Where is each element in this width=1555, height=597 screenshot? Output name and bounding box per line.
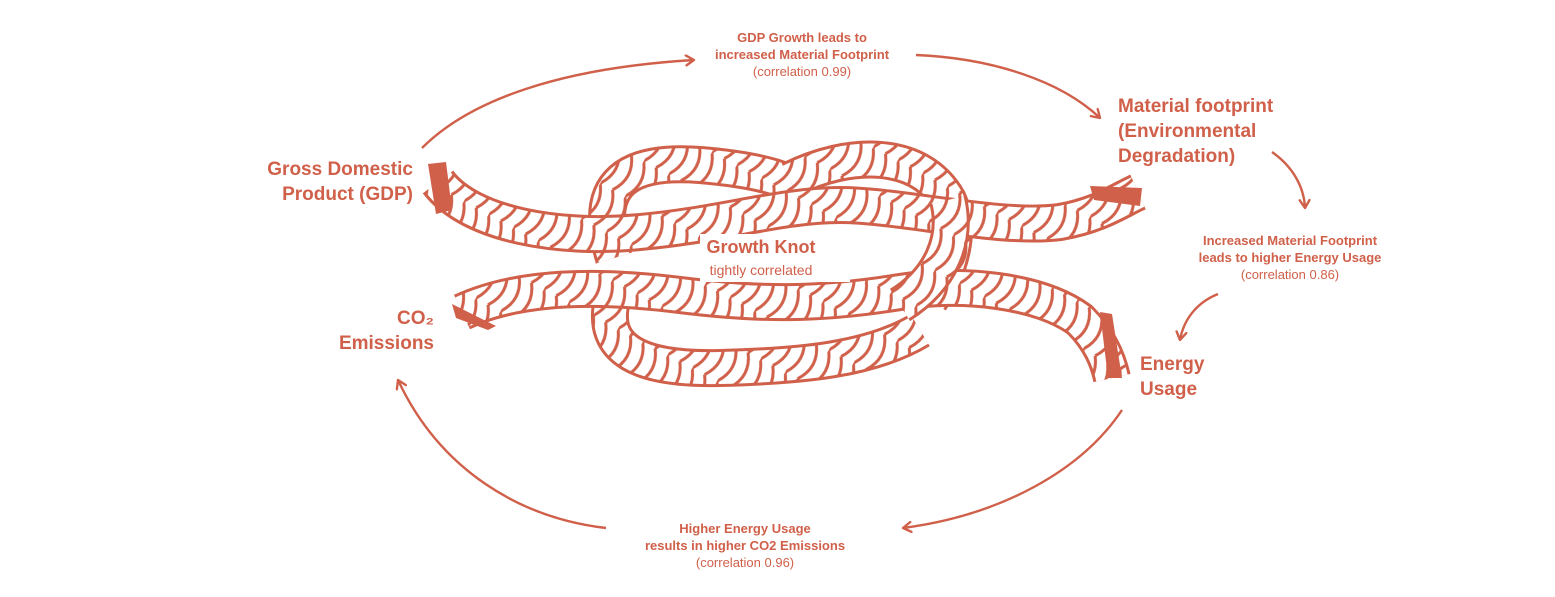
arrow-gdp-to-material-left xyxy=(421,60,694,149)
edge-material-energy-line1: Increased Material Footprint xyxy=(1202,233,1378,248)
edge-gdp-material-correlation: (correlation 0.99) xyxy=(752,64,852,79)
center-title: Growth Knot xyxy=(706,237,816,257)
node-material-line3: Degradation) xyxy=(1118,146,1236,167)
node-energy-line2: Usage xyxy=(1140,379,1198,400)
edge-label-gdp-material: GDP Growth leads to increased Material F… xyxy=(682,29,922,80)
arrow-energy-to-co2-left xyxy=(398,380,607,530)
node-co2-line1: CO₂ xyxy=(397,308,434,329)
node-energy: Energy Usage xyxy=(1140,352,1260,402)
edge-gdp-material-line1: GDP Growth leads to xyxy=(737,30,867,45)
arrow-energy-to-co2-right xyxy=(903,409,1123,528)
arrow-material-to-energy-bottom xyxy=(1180,292,1219,340)
edge-label-energy-co2: Higher Energy Usage results in higher CO… xyxy=(625,520,865,571)
node-material-line1: Material footprint xyxy=(1118,96,1274,117)
center-subtitle: tightly correlated xyxy=(709,262,813,278)
arrow-gdp-to-material-right xyxy=(915,53,1100,118)
node-co2-line2: Emissions xyxy=(338,333,434,354)
node-gdp-line2: Product (GDP) xyxy=(282,184,413,205)
node-co2: CO₂ Emissions xyxy=(300,306,434,356)
edge-label-material-energy: Increased Material Footprint leads to hi… xyxy=(1170,232,1410,283)
node-material: Material footprint (Environmental Degrad… xyxy=(1118,94,1338,169)
node-material-line2: (Environmental xyxy=(1118,121,1257,142)
node-gdp: Gross Domestic Product (GDP) xyxy=(205,157,413,207)
edge-gdp-material-line2: increased Material Footprint xyxy=(714,47,890,62)
rope-knot-icon xyxy=(422,140,1147,388)
arrow-material-to-energy-top xyxy=(1271,151,1305,208)
edge-material-energy-line2: leads to higher Energy Usage xyxy=(1198,250,1382,265)
edge-energy-co2-line2: results in higher CO2 Emissions xyxy=(644,538,846,553)
edge-material-energy-correlation: (correlation 0.86) xyxy=(1240,267,1340,282)
node-gdp-line1: Gross Domestic xyxy=(267,159,413,180)
edge-energy-co2-line1: Higher Energy Usage xyxy=(679,521,811,536)
node-energy-line1: Energy xyxy=(1140,354,1205,375)
edge-energy-co2-correlation: (correlation 0.96) xyxy=(695,555,795,570)
